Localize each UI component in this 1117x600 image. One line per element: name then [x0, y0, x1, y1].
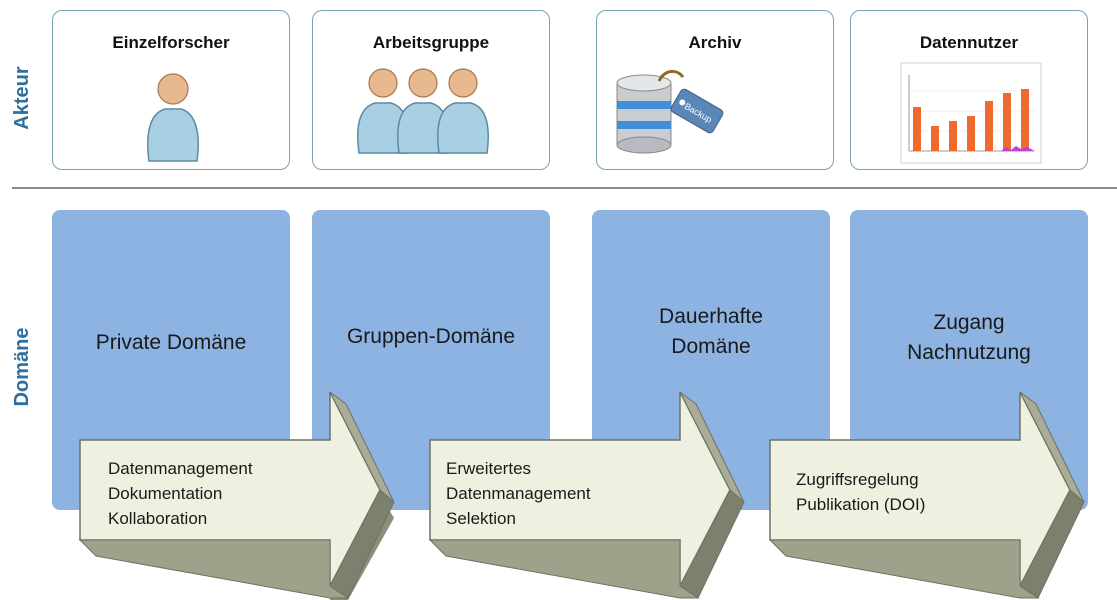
domain-title: Zugang Nachnutzung	[907, 311, 1031, 364]
actor-title: Archiv	[688, 33, 742, 52]
person-icon	[147, 73, 199, 162]
arrow-3-text: Zugriffsregelung Publikation (DOI)	[796, 470, 926, 514]
actor-title: Einzelforscher	[112, 33, 230, 52]
arrow-1-text: Datenmanagement Dokumentation Kollaborat…	[108, 459, 253, 528]
row-divider	[12, 187, 1117, 189]
database-backup-icon: Backup	[616, 70, 724, 154]
arrow-2-text: Erweitertes Datenmanagement Selektion	[446, 459, 591, 528]
actor-card-archiv: Archiv Backup	[596, 10, 834, 170]
actor-title: Datennutzer	[919, 33, 1019, 52]
arrow-1	[78, 391, 395, 600]
group-icon	[357, 68, 489, 154]
actor-card-datennutzer: Datennutzer	[850, 10, 1088, 170]
arrow-3	[768, 391, 1085, 599]
actor-card-arbeitsgruppe: Arbeitsgruppe	[312, 10, 550, 170]
actor-card-einzelforscher: Einzelforscher	[52, 10, 290, 170]
bar-chart-icon	[900, 62, 1042, 164]
domain-title: Gruppen-Domäne	[346, 325, 516, 348]
domain-title: Dauerhafte Domäne	[659, 305, 763, 358]
actor-title: Arbeitsgruppe	[372, 33, 490, 52]
arrow-2	[428, 391, 745, 599]
domain-title: Private Domäne	[95, 331, 247, 354]
